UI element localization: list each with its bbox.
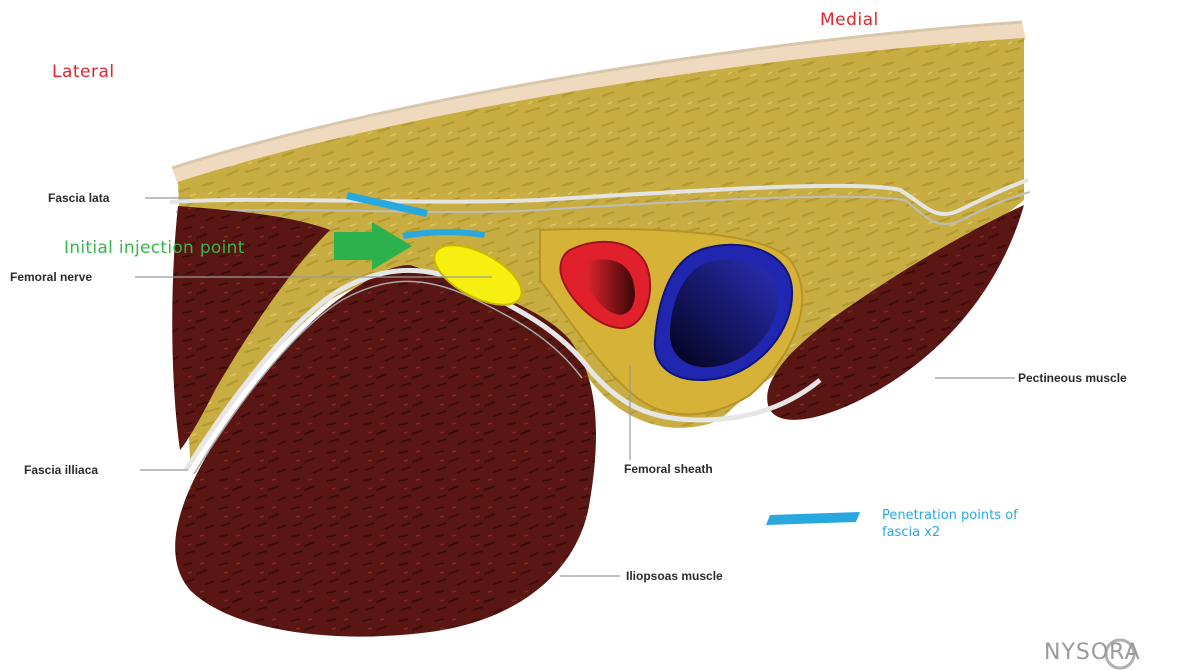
fascia-illiaca-label: Fascia illiaca	[24, 463, 98, 477]
iliopsoas-muscle-label: Iliopsoas muscle	[626, 569, 723, 583]
legend-penetration-swatch	[766, 512, 860, 525]
medial-label: Medial	[820, 10, 879, 30]
fascia-lata-label: Fascia lata	[48, 191, 109, 205]
pectineous-muscle-label: Pectineous muscle	[1018, 371, 1127, 385]
lateral-label: Lateral	[52, 62, 115, 82]
femoral-nerve-label: Femoral nerve	[10, 270, 92, 284]
nysora-logo: NYSORA	[1044, 640, 1141, 665]
legend-penetration-text: Penetration points of fascia x2	[882, 507, 1018, 541]
femoral-sheath-label: Femoral sheath	[624, 462, 713, 476]
injection-point-label: Initial injection point	[64, 238, 245, 258]
